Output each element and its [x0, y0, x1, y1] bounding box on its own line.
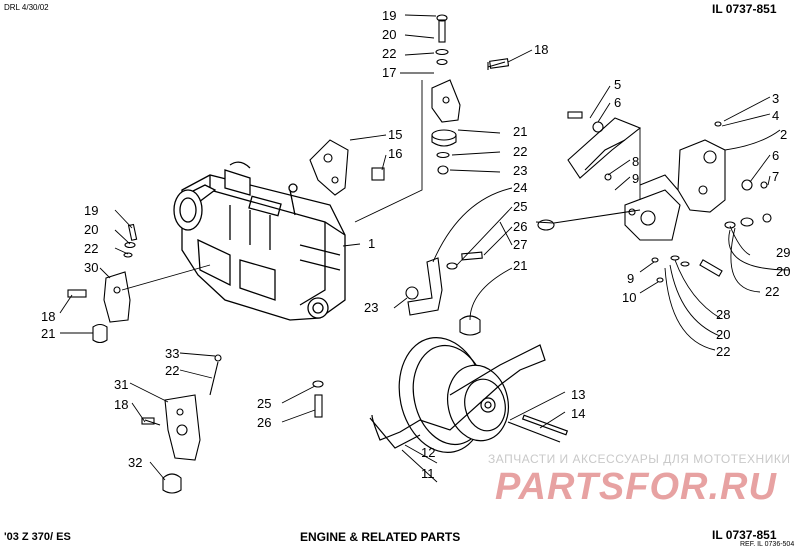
- top-mount-bracket: [431, 14, 510, 175]
- callout-2: 2: [780, 127, 788, 142]
- center-mount-bracket: [312, 251, 483, 418]
- callout-9: 9: [627, 271, 635, 286]
- callout-25: 25: [257, 396, 272, 411]
- callout-7: 7: [772, 169, 780, 184]
- callout-9: 9: [632, 171, 640, 186]
- callout-28: 28: [716, 307, 731, 322]
- callout-22: 22: [716, 344, 731, 359]
- callout-18: 18: [41, 309, 56, 324]
- leader-lines: [59, 14, 791, 483]
- callout-16: 16: [388, 146, 403, 161]
- callout-32: 32: [128, 455, 143, 470]
- callout-25: 25: [513, 199, 528, 214]
- callout-18: 18: [534, 42, 549, 57]
- model-label: '03 Z 370/ ES: [4, 531, 71, 543]
- callout-11: 11: [421, 466, 435, 481]
- callout-13: 13: [571, 387, 586, 402]
- callout-26: 26: [513, 219, 528, 234]
- drive-clutch: [369, 336, 569, 454]
- callout-33: 33: [165, 346, 180, 361]
- callout-24: 24: [513, 180, 528, 195]
- callout-23: 23: [364, 300, 379, 315]
- callout-10: 10: [622, 290, 637, 305]
- callout-22: 22: [765, 284, 780, 299]
- callout-17: 17: [382, 65, 397, 80]
- callout-3: 3: [772, 91, 780, 106]
- callout-20: 20: [84, 222, 99, 237]
- callout-12: 12: [421, 445, 436, 460]
- page-title: ENGINE & RELATED PARTS: [300, 530, 461, 544]
- callout-23: 23: [513, 163, 528, 178]
- callout-4: 4: [772, 108, 780, 123]
- engine-block: [173, 161, 346, 321]
- callout-19: 19: [84, 203, 99, 218]
- callout-21: 21: [513, 258, 528, 273]
- callout-8: 8: [632, 154, 640, 169]
- callout-26: 26: [257, 415, 272, 430]
- callout-22: 22: [165, 363, 180, 378]
- callout-6: 6: [772, 148, 780, 163]
- callout-21: 21: [41, 326, 56, 341]
- illustration-number-bottom: IL 0737-851: [712, 528, 777, 542]
- callout-22: 22: [84, 241, 99, 256]
- callout-27: 27: [513, 237, 528, 252]
- callout-19: 19: [382, 8, 397, 23]
- callout-22: 22: [513, 144, 528, 159]
- callout-31: 31: [114, 377, 129, 392]
- reference-number: REF. IL 0736-504: [740, 541, 795, 548]
- callout-18: 18: [114, 397, 129, 412]
- callout-21: 21: [513, 124, 528, 139]
- illustration-number-top: IL 0737-851: [712, 2, 777, 16]
- watermark-brand: PARTSFOR.RU: [495, 466, 777, 508]
- callout-30: 30: [84, 260, 99, 275]
- exhaust-mount-plate: [309, 139, 385, 196]
- callout-20: 20: [716, 327, 731, 342]
- callout-29: 29: [776, 245, 791, 260]
- callout-20: 20: [776, 264, 791, 279]
- watermark-caption: ЗАПЧАСТИ И АКСЕССУАРЫ ДЛЯ МОТОТЕХНИКИ: [488, 452, 791, 466]
- callout-20: 20: [382, 27, 397, 42]
- callout-15: 15: [388, 127, 403, 142]
- callout-14: 14: [571, 406, 586, 421]
- right-mount-assembly: [537, 111, 772, 283]
- date-code: DRL 4/30/02: [4, 3, 49, 12]
- callout-1: 1: [368, 236, 376, 251]
- callout-5: 5: [614, 77, 622, 92]
- callout-22: 22: [382, 46, 397, 61]
- left-mount-bracket: [67, 223, 138, 344]
- lower-mount-bracket: [141, 354, 222, 494]
- callout-6: 6: [614, 95, 622, 110]
